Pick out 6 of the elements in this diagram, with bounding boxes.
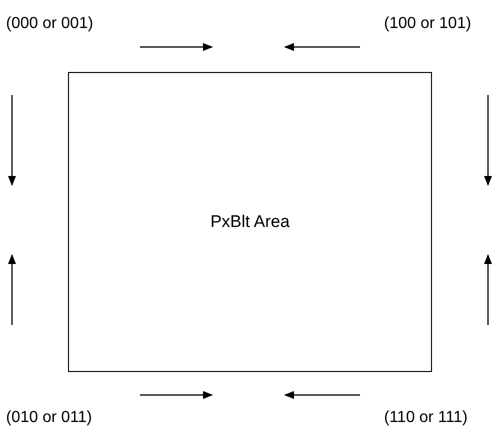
- area-box: [68, 72, 432, 372]
- area-label: PxBlt Area: [210, 211, 290, 234]
- corner-label: (000 or 001): [6, 14, 94, 34]
- corner-label: (010 or 011): [6, 408, 92, 428]
- corner-label: (100 or 101): [384, 14, 472, 34]
- corner-label: (110 or 111): [384, 408, 468, 428]
